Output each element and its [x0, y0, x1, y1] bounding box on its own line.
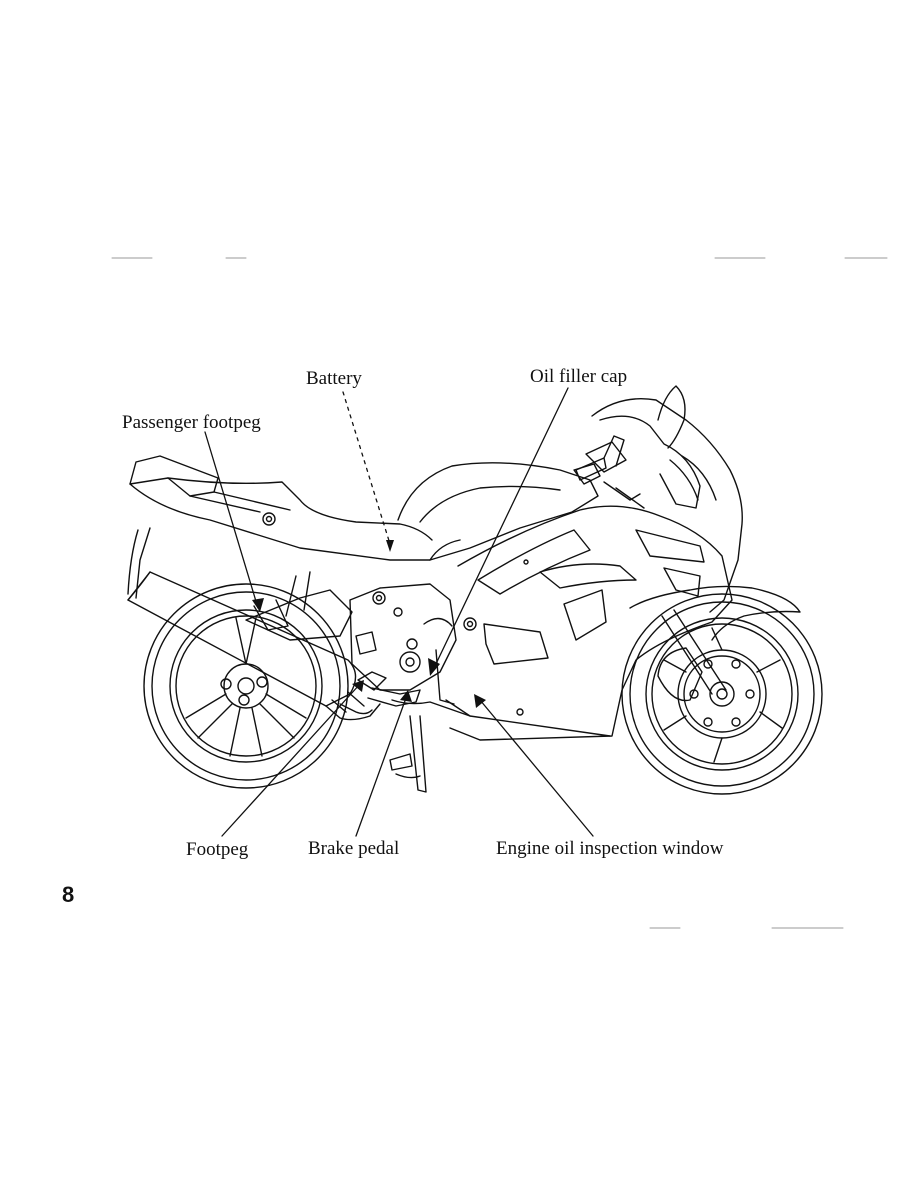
leader-lines [204, 387, 594, 837]
page-number: 8 [62, 882, 75, 907]
front-fork [629, 585, 801, 695]
muffler [127, 571, 381, 721]
front-wheel [621, 593, 823, 795]
fuel-tank [397, 462, 599, 561]
footpeg-assembly [339, 671, 421, 715]
upper-fairing [573, 385, 743, 613]
engine-frame [349, 583, 611, 737]
swingarm [245, 571, 353, 641]
tail-section [127, 455, 461, 599]
rear-wheel [143, 583, 349, 789]
label-battery: Battery [306, 368, 362, 389]
handlebar [575, 435, 645, 509]
label-footpeg: Footpeg [186, 839, 249, 860]
label-passenger-footpeg: Passenger footpeg [122, 412, 261, 433]
side-stand [389, 715, 427, 793]
label-brake-pedal: Brake pedal [308, 838, 400, 859]
label-engine-oil-inspection-window: Engine oil inspection window [496, 838, 724, 859]
label-oil-filler-cap: Oil filler cap [530, 366, 628, 387]
side-fairing [449, 505, 733, 741]
scan-marks [111, 257, 888, 929]
